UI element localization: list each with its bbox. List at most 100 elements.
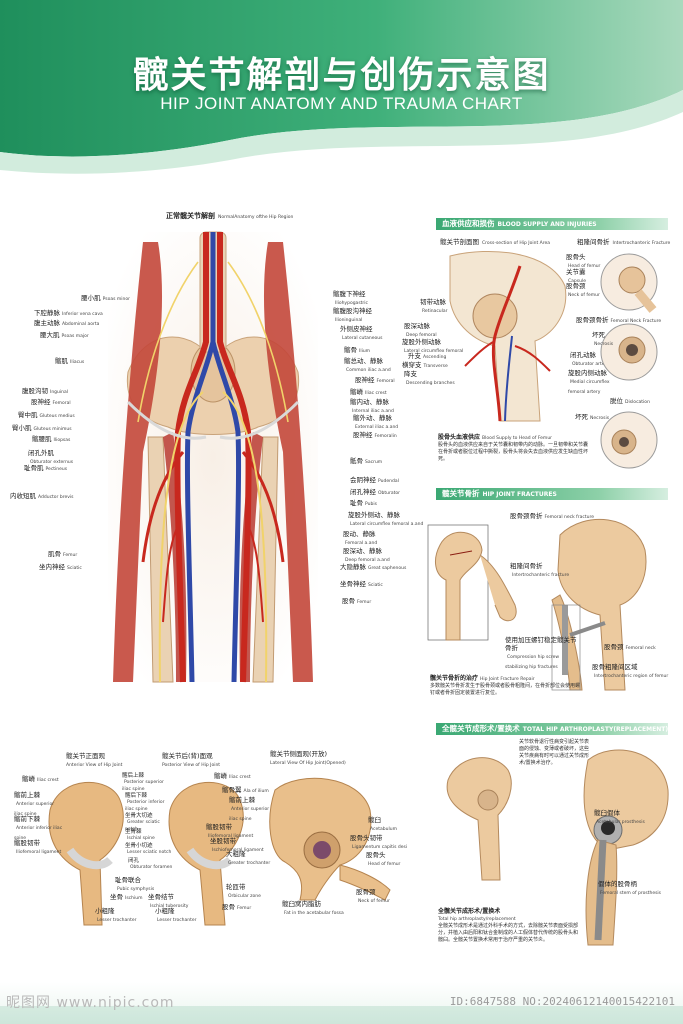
hip-views-illustration [48, 777, 391, 926]
hip-anatomy-illustration [108, 231, 318, 683]
lateral-view-title: 髋关节侧面观(开放)Lateral View Of Hip Joint(Open… [270, 750, 346, 766]
header-wave-graphic [0, 0, 683, 174]
cross-section-illustration [449, 251, 567, 422]
page-subtitle: HIP JOINT ANATOMY AND TRAUMA CHART [160, 94, 523, 113]
arthroplasty-top-text: 关节软骨退行性病变引起关节表面的侵蚀、变薄或者破坏，这些关节疾病有时可以通过关节… [519, 739, 590, 766]
fractures-illustration [427, 518, 647, 691]
femoral-head-insets [600, 253, 658, 469]
arthroplasty-illustration [446, 749, 669, 946]
watermark-left: 昵图网 www.nipic.com [6, 995, 175, 1011]
header-banner: 髋关节解剖与创伤示意图 HIP JOINT ANATOMY AND TRAUMA… [0, 0, 683, 175]
footer-strip [0, 1006, 683, 1024]
footer: 昵图网 www.nipic.com ID:6847588 NO:20240612… [0, 982, 683, 1024]
watermark-id: ID:6847588 NO:20240612140015422101 [449, 995, 675, 1008]
